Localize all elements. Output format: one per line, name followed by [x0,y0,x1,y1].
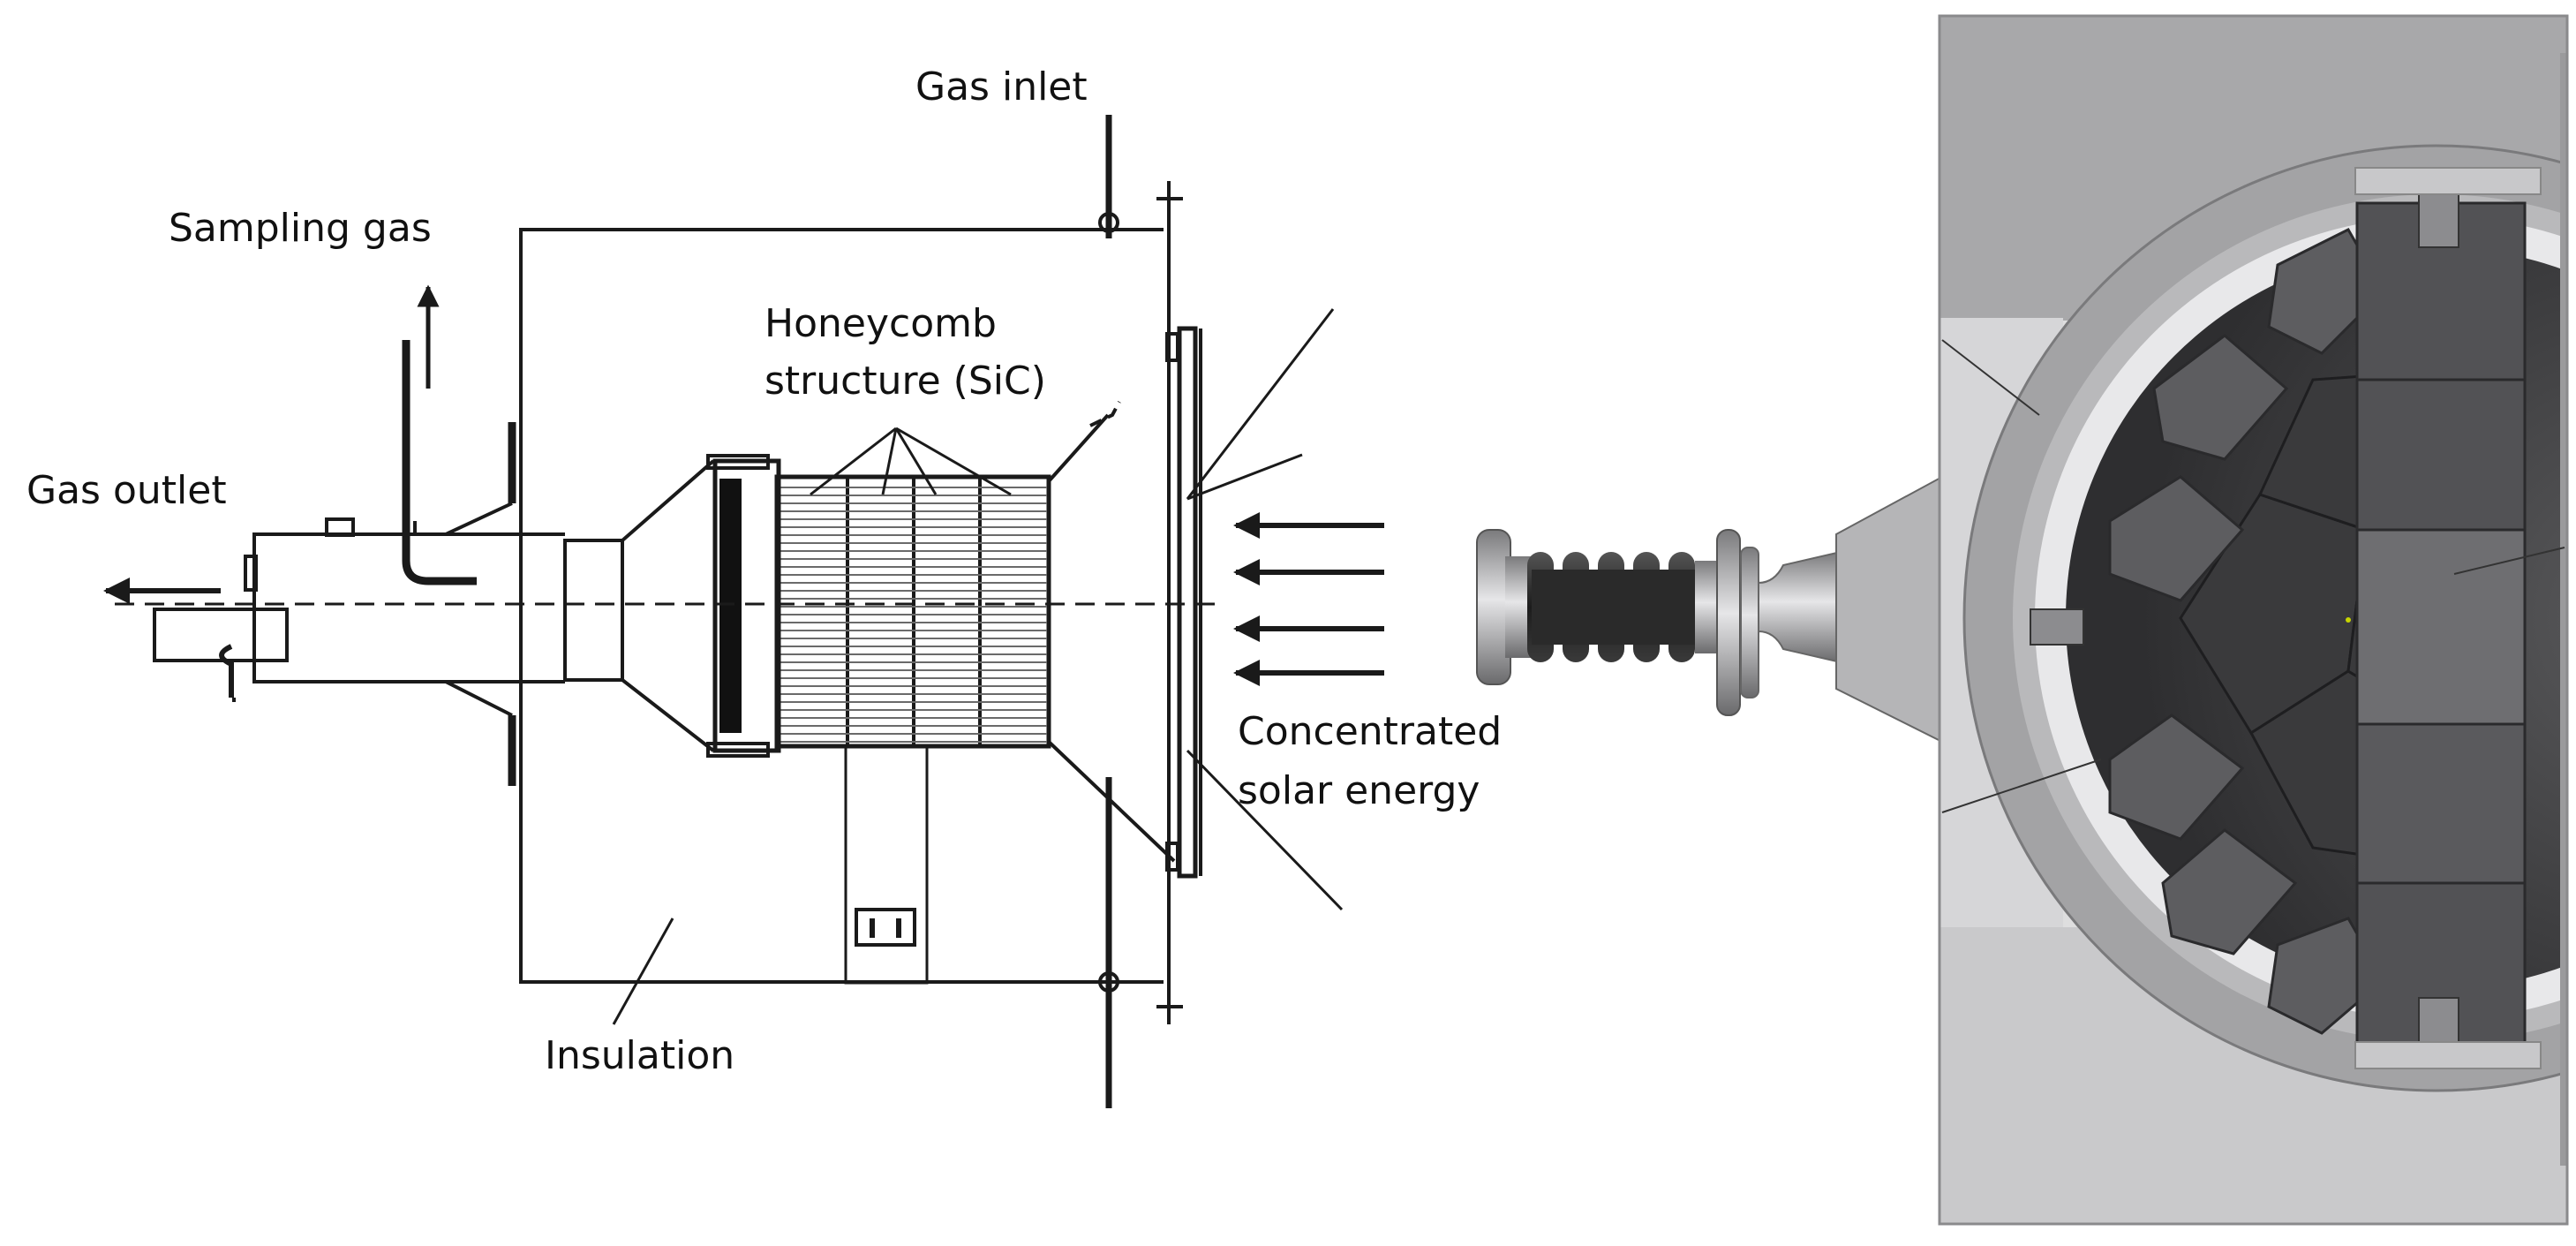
label-insulation: Insulation [545,1033,734,1078]
reactor-schematic [115,115,1344,1108]
solar-cone-upper [1186,308,1335,500]
reactor-render-nozzle [1476,475,1954,744]
solar-cone-lower [1186,749,1344,911]
outlet-nozzle [153,608,289,662]
holder-ring [712,458,781,753]
conical-reducer [621,459,715,752]
reactor-render-cutaway [1940,16,2567,1224]
label-sampling-gas: Sampling gas [169,206,432,251]
honeycomb-leaders [810,427,1012,496]
solar-arrows [1233,512,1384,686]
label-honeycomb-2: structure (SiC) [765,359,1046,404]
insulation-housing [519,228,1164,984]
quartz-window [1177,326,1198,879]
bolt-top [1098,212,1119,233]
bolt-bottom [1098,971,1119,993]
label-concentrated-2: solar energy [1238,768,1480,813]
label-honeycomb-1: Honeycomb [765,301,997,346]
honeycomb-structure [774,474,1051,749]
bellows [1527,552,1695,662]
sampling-probe [402,340,477,585]
label-concentrated-1: Concentrated [1238,709,1502,754]
label-gas-outlet: Gas outlet [26,468,227,513]
insulation-leader [612,918,674,1025]
support-leg [844,744,929,985]
label-gas-inlet: Gas inlet [915,64,1088,109]
